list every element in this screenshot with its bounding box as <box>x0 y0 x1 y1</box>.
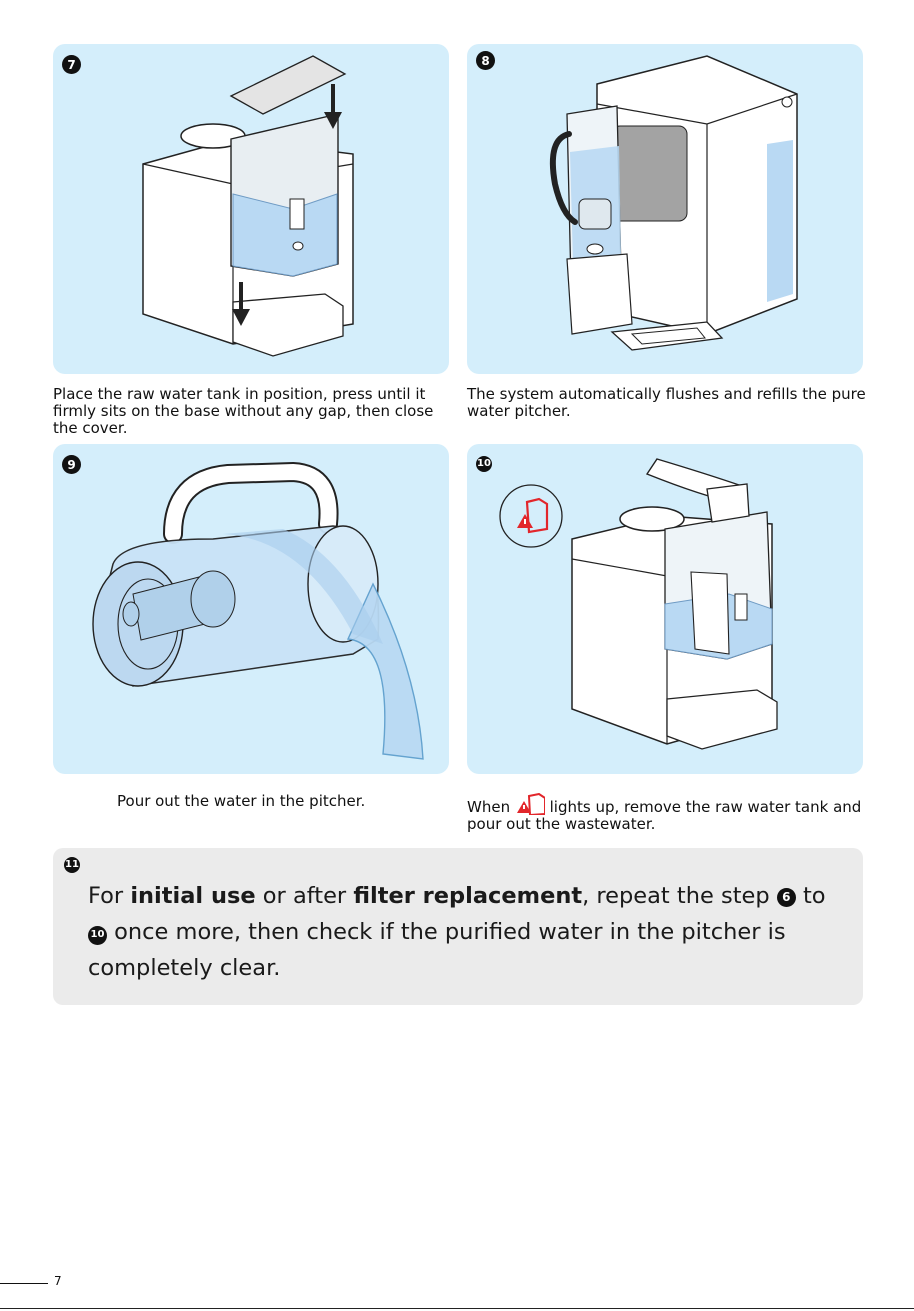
step-7-badge: 7 <box>62 55 81 74</box>
step-ref-badge: 6 <box>777 888 796 907</box>
footer-rule <box>0 1283 48 1284</box>
note-text-part: to <box>796 883 826 909</box>
step-7-panel: 7 <box>53 44 449 374</box>
note-text-part: or after <box>256 883 354 909</box>
step-9-badge: 9 <box>62 455 81 474</box>
step-11-badge: 11 <box>64 857 80 873</box>
note-bold-filter-replacement: filter replacement <box>353 883 582 909</box>
step-10-panel: 10 <box>467 444 863 774</box>
step-8-caption: The system automatically flushes and ref… <box>467 386 867 420</box>
note-bold-initial-use: initial use <box>130 883 255 909</box>
tank-warning-icon <box>515 793 545 815</box>
note-text-part: , repeat the step <box>582 883 777 909</box>
step-10-badge: 10 <box>476 456 492 472</box>
step-8-illustration <box>467 44 863 374</box>
step-9-panel: 9 <box>53 444 449 774</box>
bottom-border <box>0 1308 914 1309</box>
step-9-illustration <box>53 444 449 774</box>
page-number: 7 <box>54 1274 62 1288</box>
step-11-text: For initial use or after filter replacem… <box>88 878 848 986</box>
note-text-part: once more, then check if the purified wa… <box>88 919 786 981</box>
step-8-panel: 8 <box>467 44 863 374</box>
step-8-badge: 8 <box>476 51 495 70</box>
step-7-caption: Place the raw water tank in position, pr… <box>53 386 453 437</box>
note-text-part: For <box>88 883 130 909</box>
tank-warning-icon <box>500 485 562 547</box>
step-10-caption-start: When <box>467 798 510 816</box>
step-7-illustration <box>53 44 449 374</box>
step-10-caption: When lights up, remove the raw water tan… <box>467 793 867 833</box>
step-11-note: 11 For initial use or after filter repla… <box>53 848 863 1005</box>
step-10-illustration <box>467 444 863 774</box>
step-9-caption: Pour out the water in the pitcher. <box>117 793 437 810</box>
step-ref-badge: 10 <box>88 926 107 945</box>
